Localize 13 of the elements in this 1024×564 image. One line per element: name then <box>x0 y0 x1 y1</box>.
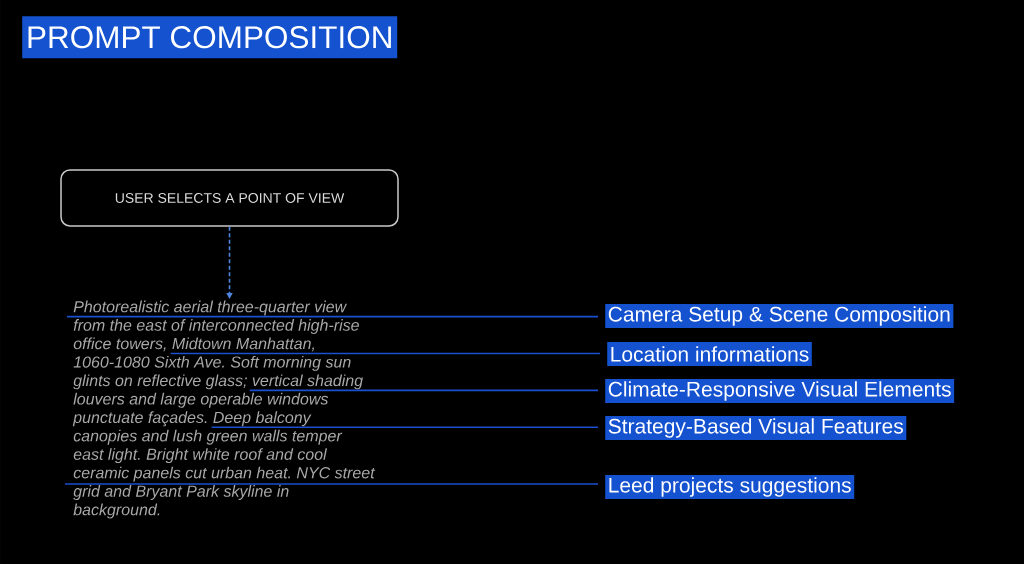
leader-line <box>248 389 599 392</box>
paragraph: Photorealistic aerial three-quarter view from the east of interconnected high-rise office towers, Midtown Manhattan, 1060-1080 Sixth Ave. Soft morning sun glints on reflective glass; vertical shading louvers and large operable windows punctuate façades. Deep balcony canopies and lush green walls temper east light. Bright white roof and cool ceramic panels cut urban heat. NYC street grid and Bryant Park skyline in background. <box>72 300 376 519</box>
leader-line <box>64 483 599 485</box>
process-box: USER SELECTS A POINT OF VIEW <box>60 169 399 227</box>
arrow <box>226 225 233 299</box>
leader-line <box>66 315 599 318</box>
title-banner: PROMPT COMPOSITION <box>22 16 398 59</box>
highlight-label: Camera Setup & Scene Composition <box>605 304 954 328</box>
highlight-label: Strategy-Based Visual Features <box>605 416 907 440</box>
highlight-label: Leed projects suggestions <box>605 475 855 499</box>
highlight-label: Climate-Responsive Visual Elements <box>605 379 955 403</box>
leader-line <box>210 426 599 429</box>
highlight-label: Location informations <box>607 342 812 366</box>
